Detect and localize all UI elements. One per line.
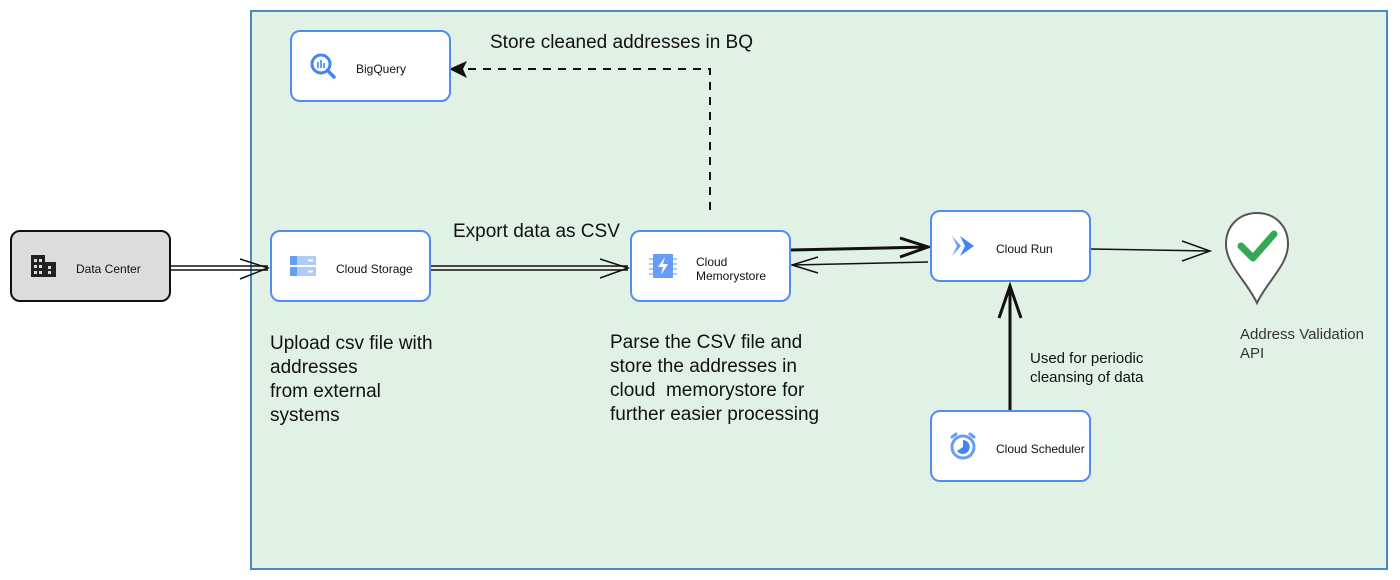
address-validation-label-line2: API	[1240, 345, 1265, 362]
cloud-memorystore-label-line2: Memorystore	[696, 269, 767, 283]
parse-caption-line1: Parse the CSV file and	[610, 332, 803, 353]
cloud-run-icon	[952, 236, 974, 256]
address-validation-label: Address Validation API	[1240, 325, 1364, 363]
cloud-storage-label: Cloud Storage	[336, 262, 413, 276]
bigquery-node[interactable]: BigQuery	[290, 30, 451, 102]
arrow-memorystore-to-bigquery	[449, 61, 711, 210]
scheduler-icon	[950, 432, 976, 460]
cloud-memorystore-label-line1: Cloud	[696, 255, 728, 269]
data-center-label: Data Center	[76, 262, 141, 276]
scheduler-note-line2: cleansing of data	[1030, 369, 1144, 386]
arrow-datacenter-to-storage	[171, 258, 271, 280]
parse-caption-line3: cloud memorystore for	[610, 380, 805, 401]
cloud-storage-node[interactable]: Cloud Storage	[270, 230, 431, 302]
arrow-cloudrun-to-memorystore	[789, 256, 929, 274]
arrow-storage-to-memorystore	[431, 258, 631, 279]
parse-caption: Parse the CSV file and store the address…	[610, 331, 819, 427]
arrow-memorystore-to-cloudrun	[790, 236, 933, 259]
memorystore-icon	[649, 254, 677, 278]
export-csv-caption: Export data as CSV	[453, 221, 620, 242]
cloud-storage-icon	[290, 256, 316, 276]
arrow-scheduler-to-cloudrun	[997, 281, 1023, 410]
parse-caption-line2: store the addresses in	[610, 356, 797, 377]
upload-caption-line1: Upload csv file with	[270, 333, 433, 354]
scheduler-note-line1: Used for periodic	[1030, 350, 1144, 367]
map-pin-check-icon	[1224, 211, 1290, 306]
upload-caption-line3: from external	[270, 381, 381, 402]
cloud-run-node[interactable]: Cloud Run	[930, 210, 1091, 282]
address-validation-label-line1: Address Validation	[1240, 326, 1364, 343]
cloud-memorystore-node[interactable]: Cloud Memorystore	[630, 230, 791, 302]
bigquery-label: BigQuery	[356, 62, 407, 76]
scheduler-note-caption: Used for periodic cleansing of data	[1030, 349, 1143, 387]
cloud-run-label: Cloud Run	[996, 242, 1053, 256]
upload-caption-line4: systems	[270, 405, 340, 426]
bigquery-icon	[310, 53, 336, 79]
upload-caption-line2: addresses	[270, 357, 358, 378]
upload-caption: Upload csv file with addresses from exte…	[270, 332, 433, 428]
store-bq-caption: Store cleaned addresses in BQ	[490, 32, 753, 53]
building-icon	[31, 255, 56, 277]
gcp-project-region	[250, 10, 1388, 570]
parse-caption-line4: further easier processing	[610, 404, 820, 425]
arrow-cloudrun-to-addressvalidation	[1090, 240, 1213, 262]
data-center-node[interactable]: Data Center	[10, 230, 171, 302]
cloud-scheduler-label: Cloud Scheduler	[996, 442, 1085, 456]
cloud-scheduler-node[interactable]: Cloud Scheduler	[930, 410, 1091, 482]
